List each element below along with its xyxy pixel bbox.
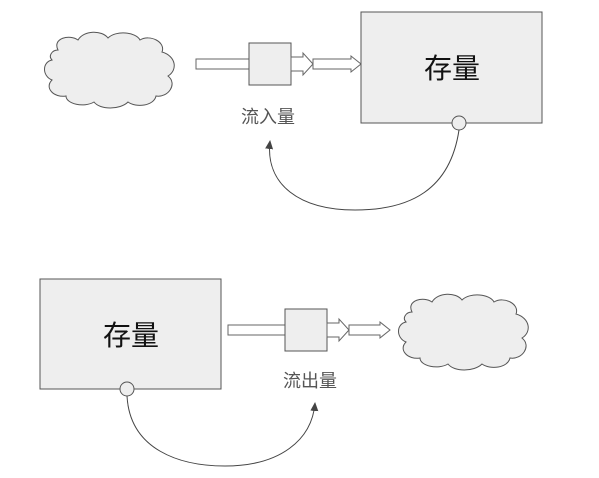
outflow-valve-arrow — [326, 317, 350, 343]
sink-cloud-icon — [398, 293, 529, 371]
inflow-pipe-right-arrow — [312, 54, 362, 74]
outflow-connector-knob — [119, 381, 135, 397]
inflow-diagram: 存量 流入量 — [44, 11, 543, 211]
inflow-valve — [248, 42, 292, 86]
inflow-feedback-arrow — [265, 129, 460, 211]
inflow-stock-box — [360, 11, 543, 124]
inflow-connector-knob — [451, 115, 467, 131]
outflow-stock-label: 存量 — [103, 319, 159, 352]
inflow-flow-label: 流入量 — [241, 107, 295, 128]
outflow-valve — [284, 308, 328, 352]
outflow-pipe-left — [227, 324, 287, 336]
source-cloud-icon — [44, 31, 175, 109]
outflow-feedback-arrow — [126, 395, 319, 467]
outflow-stock-box — [39, 278, 222, 390]
outflow-flow-label: 流出量 — [283, 371, 337, 392]
inflow-valve-arrow — [290, 51, 314, 77]
outflow-diagram: 存量 流出量 — [39, 278, 529, 467]
inflow-stock-label: 存量 — [424, 52, 480, 85]
outflow-pipe-right-arrow — [348, 320, 391, 340]
inflow-pipe-left — [195, 58, 251, 70]
